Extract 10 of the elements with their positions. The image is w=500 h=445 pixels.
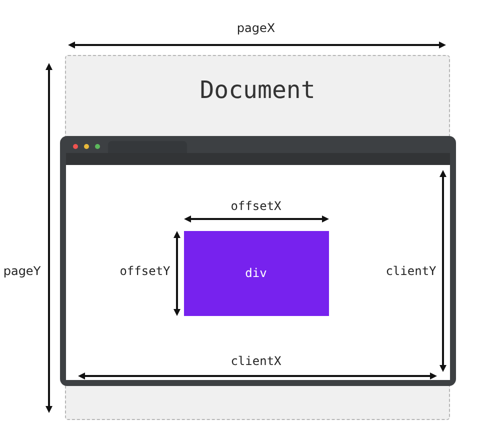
browser-window — [60, 136, 456, 386]
dimension-label: clientX — [230, 354, 282, 368]
document-title: Document — [200, 76, 316, 104]
dimension-label: clientY — [386, 264, 436, 278]
dimension-label: pageX — [236, 21, 276, 35]
dimension-label: offsetY — [120, 264, 170, 278]
dimension-label: pageY — [3, 264, 41, 278]
element-label: div — [245, 266, 267, 280]
dimension-label: offsetX — [230, 199, 282, 213]
element-box — [184, 230, 328, 316]
